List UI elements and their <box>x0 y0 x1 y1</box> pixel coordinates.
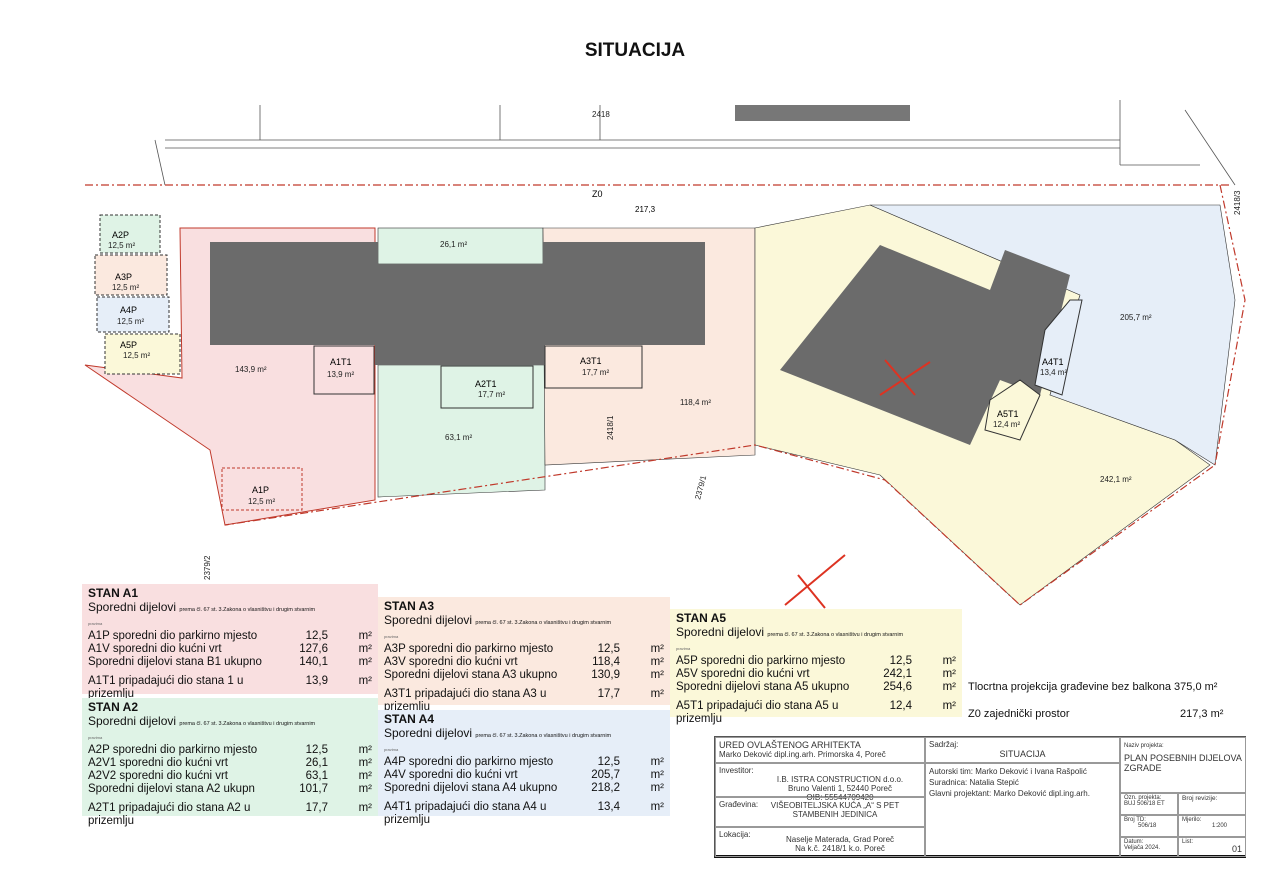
building-b <box>780 245 1070 445</box>
parking-a4-area: 12,5 m² <box>117 317 144 326</box>
svg-text:A2T1: A2T1 <box>475 379 497 389</box>
stan-a3-table: STAN A3 Sporedni dijelovi prema čl. 67 s… <box>378 597 670 713</box>
zone-a5-t1 <box>984 379 1041 441</box>
svg-text:143,9 m²: 143,9 m² <box>235 365 267 374</box>
z0-summary-value: 217,3 m² <box>1180 708 1224 720</box>
svg-text:17,7 m²: 17,7 m² <box>582 368 609 377</box>
z0-summary-label: Z0 zajednički prostor <box>968 708 1070 720</box>
red-x-mark <box>784 359 931 609</box>
stan-a2-table: STAN A2 Sporedni dijelovi prema čl. 67 s… <box>82 698 378 827</box>
building-a <box>210 242 705 365</box>
svg-text:A5T1: A5T1 <box>997 409 1019 419</box>
svg-text:12,5 m²: 12,5 m² <box>248 497 275 506</box>
svg-text:2418: 2418 <box>592 110 610 119</box>
parking-spots <box>94 214 181 375</box>
zone-a3-t1 <box>544 345 643 389</box>
parking-a4-label: A4P <box>120 305 137 315</box>
svg-text:205,7 m²: 205,7 m² <box>1120 313 1152 322</box>
svg-text:2418/1: 2418/1 <box>606 415 615 440</box>
svg-text:13,4 m²: 13,4 m² <box>1040 368 1067 377</box>
parking-a2-area: 12,5 m² <box>108 241 135 250</box>
svg-text:13,9 m²: 13,9 m² <box>327 370 354 379</box>
svg-text:26,1 m²: 26,1 m² <box>440 240 467 249</box>
tlocrt-summary: Tlocrtna projekcija građevine bez balkon… <box>968 681 1218 693</box>
svg-text:118,4 m²: 118,4 m² <box>680 398 711 407</box>
zone-a2-t1 <box>440 365 534 409</box>
svg-text:A1T1: A1T1 <box>330 357 352 367</box>
stan-a4-table: STAN A4 Sporedni dijelovi prema čl. 67 s… <box>378 710 670 826</box>
svg-text:17,7 m²: 17,7 m² <box>478 390 505 399</box>
zone-a4-t1 <box>1034 299 1083 396</box>
svg-text:12,4 m²: 12,4 m² <box>993 420 1020 429</box>
stan-a1-table: STAN A1 Sporedni dijelovi prema čl. 67 s… <box>82 584 378 700</box>
zone-a1-t1 <box>313 345 375 395</box>
parking-a5-area: 12,5 m² <box>123 351 150 360</box>
stan-a5-table: STAN A5 Sporedni dijelovi prema čl. 67 s… <box>670 609 962 725</box>
svg-text:A1P: A1P <box>252 485 269 495</box>
neighbour-building <box>735 105 910 121</box>
svg-text:A3T1: A3T1 <box>580 356 602 366</box>
zone-a1-p <box>221 467 303 511</box>
parking-a2 <box>99 214 161 254</box>
parking-a2-label: A2P <box>112 230 129 240</box>
parking-a5-label: A5P <box>120 340 137 350</box>
parking-a3 <box>94 254 168 296</box>
z0-area: 217,3 <box>635 205 656 214</box>
z0-label: Z0 <box>592 189 603 199</box>
parking-a5 <box>104 333 181 375</box>
svg-text:2379/2: 2379/2 <box>203 555 212 580</box>
zone-a2-v1 <box>377 227 544 265</box>
surrounding-lines <box>154 100 1236 186</box>
svg-text:63,1 m²: 63,1 m² <box>445 433 472 442</box>
svg-text:242,1 m²: 242,1 m² <box>1100 475 1132 484</box>
svg-text:2379/1: 2379/1 <box>693 474 708 500</box>
svg-text:2418/3: 2418/3 <box>1233 190 1242 215</box>
page-title: SITUACIJA <box>584 40 686 61</box>
svg-text:A4T1: A4T1 <box>1042 357 1064 367</box>
parking-a4 <box>96 296 170 333</box>
parking-a3-area: 12,5 m² <box>112 283 139 292</box>
boundary-lot <box>224 184 1246 606</box>
parking-a3-label: A3P <box>115 272 132 282</box>
